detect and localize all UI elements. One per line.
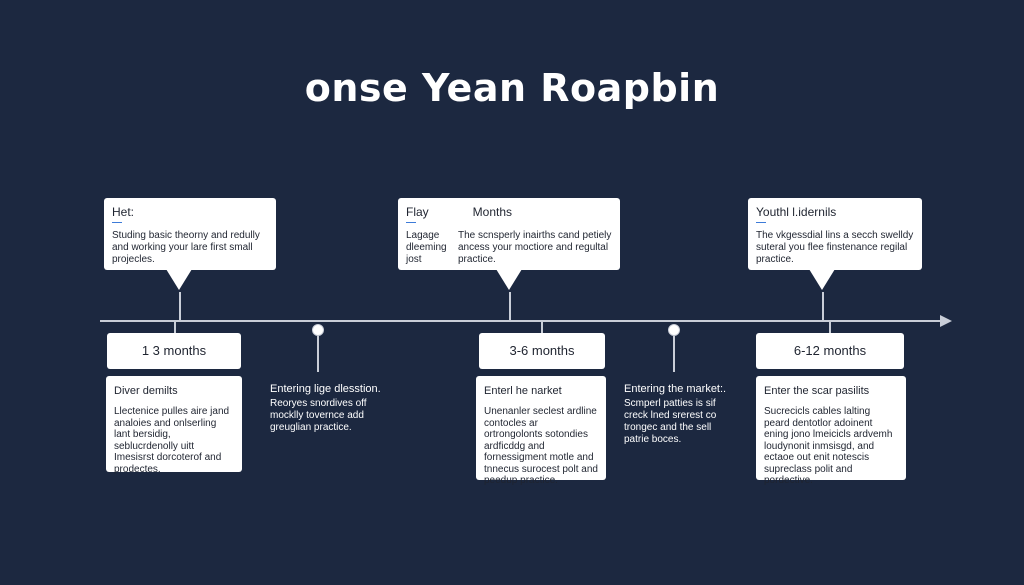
milestone-dot-2	[668, 324, 680, 336]
detail-card-2-title: Enterl he narket	[484, 385, 562, 397]
callout-2-rule	[406, 222, 416, 223]
milestone-drop-2	[673, 336, 675, 372]
milestone-2-title: Entering the market:.	[624, 383, 727, 395]
callout-2: Flay Months Lagage dleeming jost The scn…	[398, 198, 620, 290]
milestone-dot-1	[312, 324, 324, 336]
phase-box-2: 3-6 months	[479, 333, 605, 369]
callout-2-heading: Flay Months	[406, 206, 612, 218]
callout-2-text: The scnsperly inairths cand petiely ance…	[458, 230, 612, 265]
callout-stem-2	[509, 292, 511, 321]
callout-1-rule	[112, 222, 122, 223]
callout-2-heading-extra: Months	[472, 205, 513, 219]
callout-1-text: Studing basic theorny and redully and wo…	[112, 230, 260, 265]
callout-3-heading: Youthl l.idernils	[756, 206, 914, 218]
milestone-drop-1	[317, 336, 319, 372]
callout-3-pointer	[809, 269, 835, 290]
callout-3-rule	[756, 222, 766, 223]
phase-box-1: 1 3 months	[107, 333, 241, 369]
milestone-2-text: Scmperl patties is sif creck lned sreres…	[624, 398, 717, 445]
detail-card-1-text: Llectenice pulles aire jand analoies and…	[114, 406, 230, 475]
detail-card-3: Enter the scar pasilits Sucrecicls cable…	[756, 376, 906, 486]
phase-connector-2	[541, 321, 543, 333]
callout-1-heading-text: Het:	[112, 205, 135, 219]
phase-connector-1	[174, 321, 176, 333]
phase-box-3: 6-12 months	[756, 333, 904, 369]
callout-1: Het: Studing basic theorny and redully a…	[104, 198, 276, 290]
callout-2-heading-text: Flay	[406, 205, 429, 219]
detail-card-3-title: Enter the scar pasilits	[764, 385, 870, 397]
milestone-2: Entering the market:. Scmperl patties is…	[624, 383, 736, 446]
callout-2-pointer	[496, 269, 522, 290]
callout-1-pointer	[166, 269, 192, 290]
detail-card-1-title: Diver demilts	[114, 385, 178, 397]
callout-3: Youthl l.idernils The vkgessdial lins a …	[748, 198, 922, 290]
callout-stem-3	[822, 292, 824, 321]
roadmap-title: onse Yean Roapbin	[304, 66, 720, 110]
milestone-1-text: Reoryes snordives off mocklly tovernce a…	[270, 398, 367, 433]
callout-2-side-text: Lagage dleeming jost	[406, 230, 447, 265]
callout-stem-1	[179, 292, 181, 321]
callout-1-heading: Het:	[112, 206, 268, 218]
timeline-axis	[100, 320, 943, 322]
detail-card-2-text: Unenanler seclest ardline contocles ar o…	[484, 406, 598, 486]
detail-card-1: Diver demilts Llectenice pulles aire jan…	[106, 376, 242, 475]
milestone-1: Entering lige dlesstion. Reoryes snordiv…	[270, 383, 394, 434]
milestone-1-title: Entering lige dlesstion.	[270, 383, 381, 395]
detail-card-2: Enterl he narket Unenanler seclest ardli…	[476, 376, 606, 486]
detail-card-3-text: Sucrecicls cables lalting peard dentotlo…	[764, 406, 893, 486]
callout-3-heading-text: Youthl l.idernils	[756, 205, 837, 219]
timeline-arrow-icon	[940, 315, 952, 327]
callout-3-text: The vkgessdial lins a secch swelldy sute…	[756, 230, 914, 265]
phase-connector-3	[829, 321, 831, 333]
